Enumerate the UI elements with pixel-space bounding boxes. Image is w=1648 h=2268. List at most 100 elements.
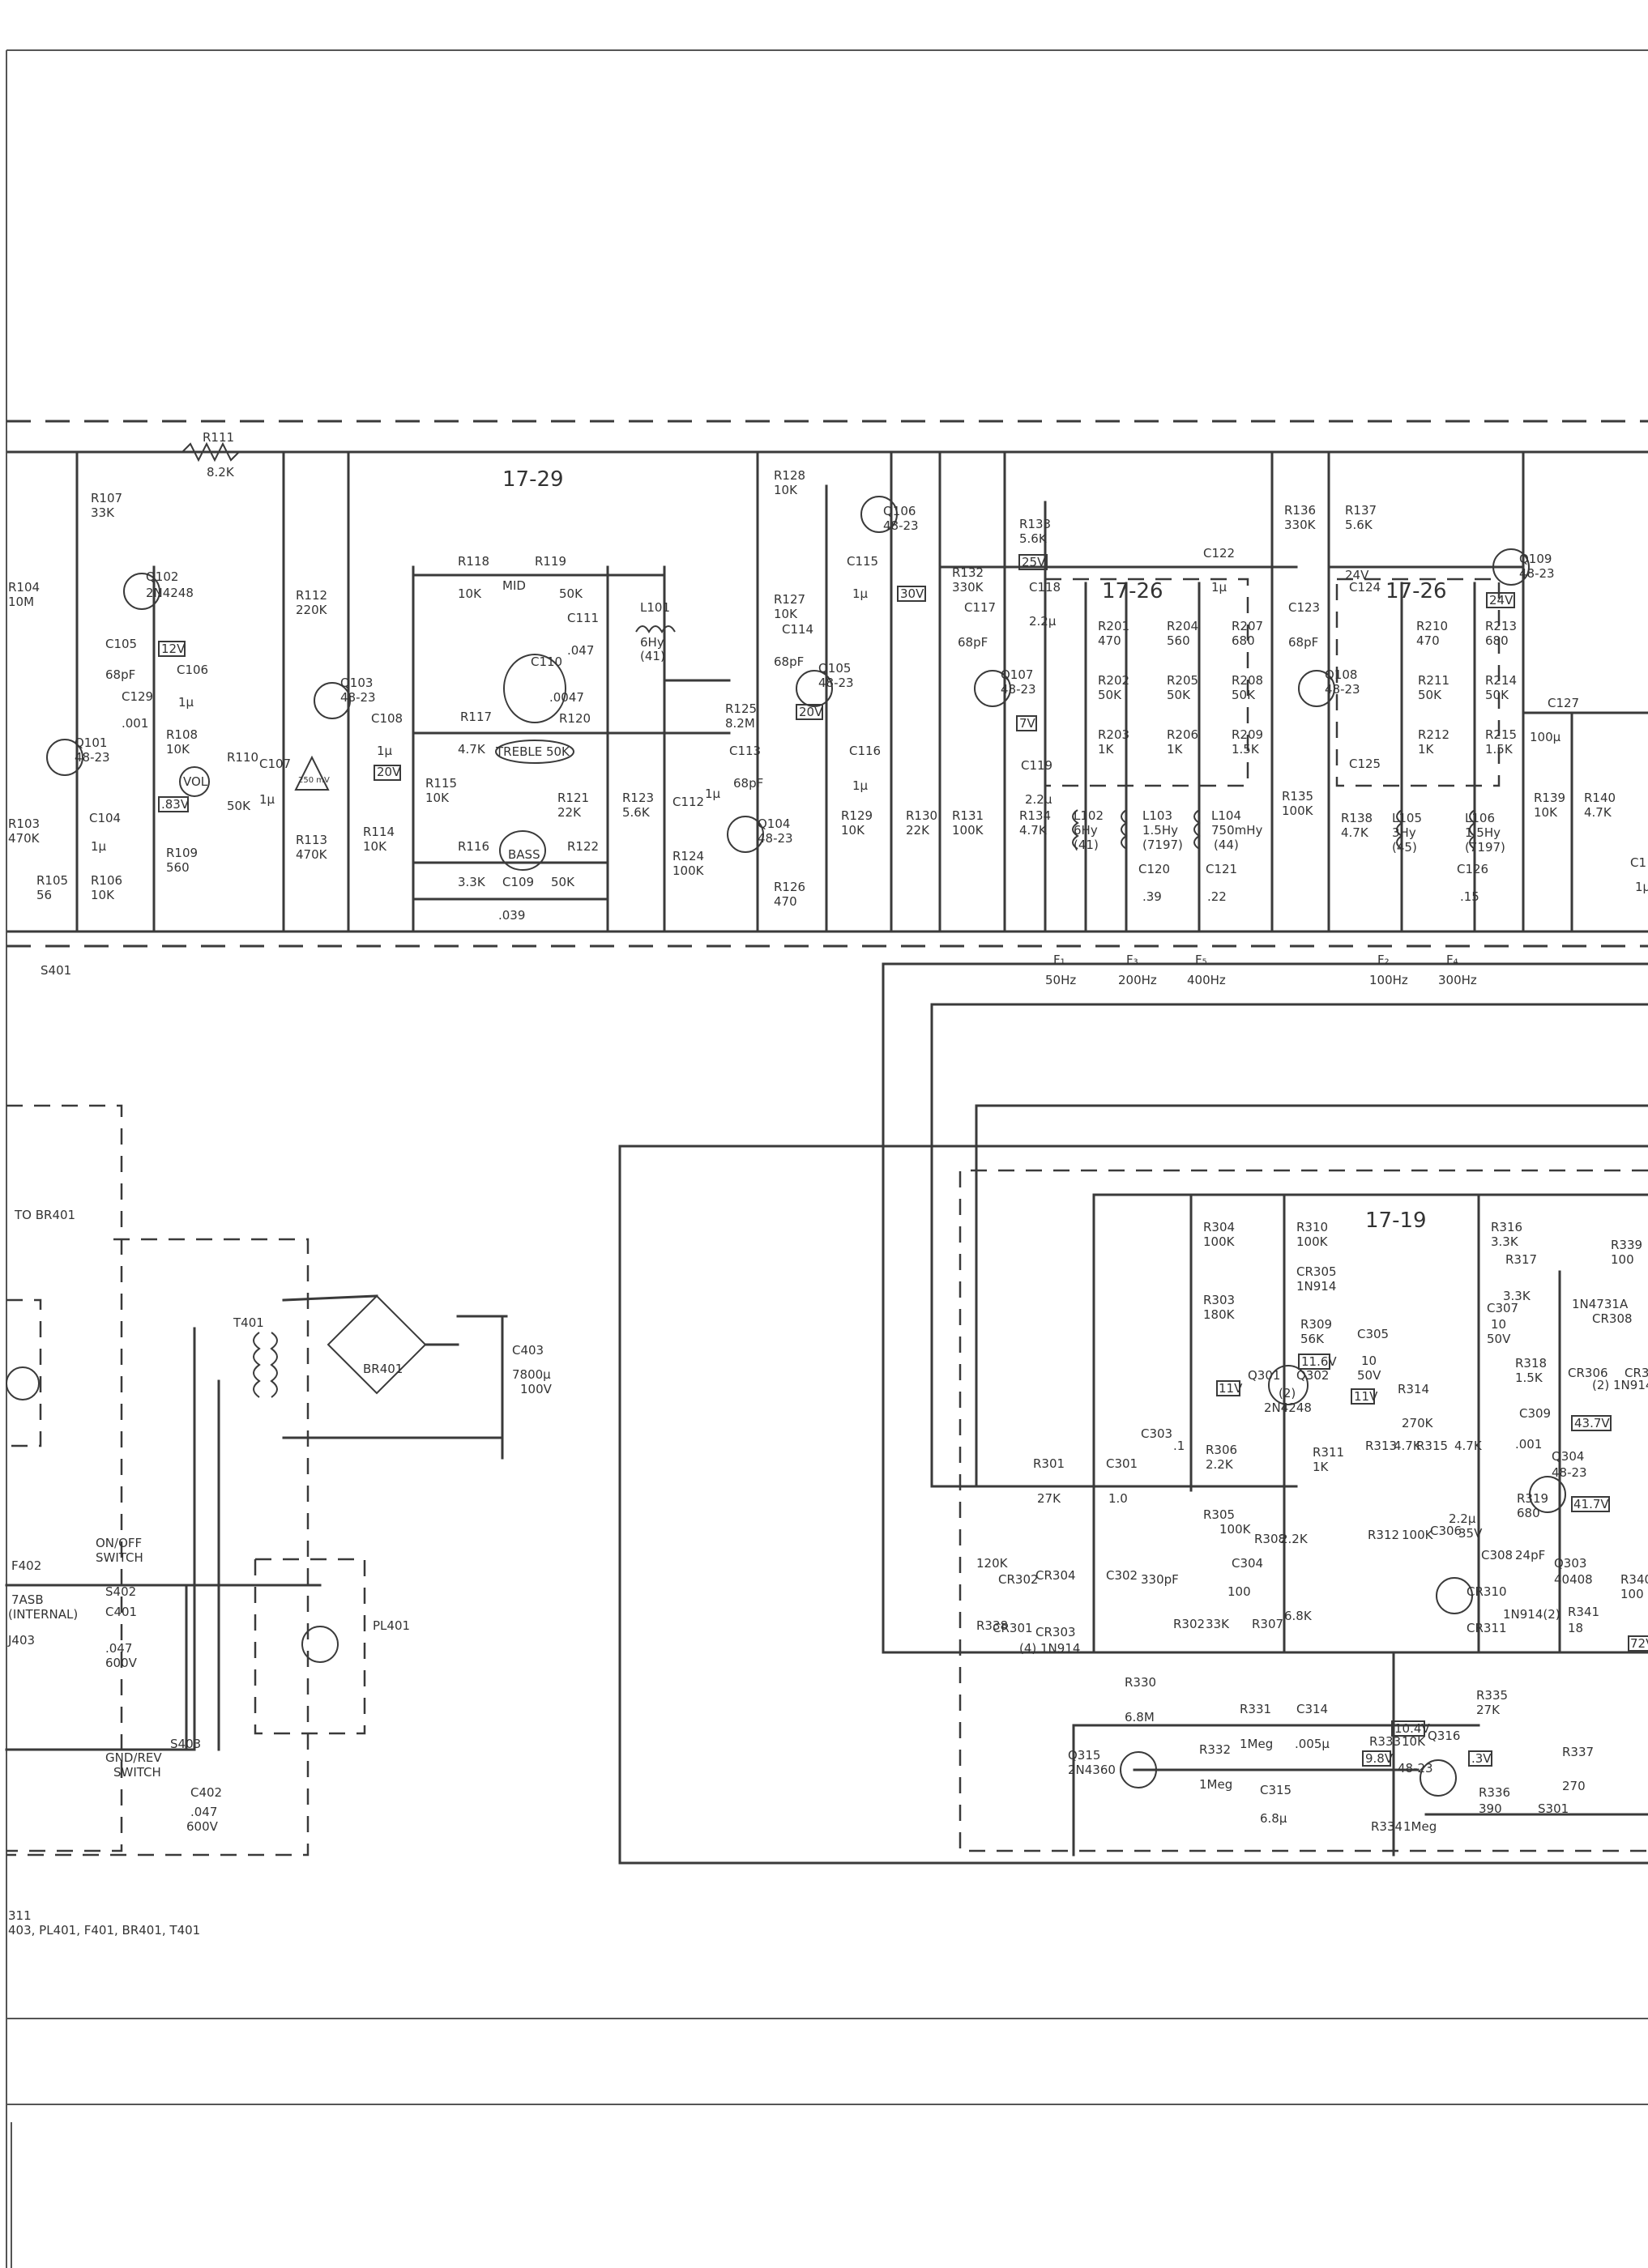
component-label: CR304 xyxy=(1035,1568,1076,1583)
component-label: 2N4248 xyxy=(146,586,194,600)
component-label: C127 xyxy=(1548,696,1579,710)
component-label: Q102 xyxy=(146,569,178,584)
component-label: 50K xyxy=(1232,688,1256,702)
component-label: 1.0 xyxy=(1108,1491,1128,1506)
component-labels: R111 8.2K R107 33K R104 10M Q102 2N4248 … xyxy=(7,430,1648,1938)
component-label: C107 xyxy=(259,757,291,771)
component-label: 68pF xyxy=(774,654,804,669)
component-label: 50K xyxy=(1418,688,1442,702)
component-label: R318 xyxy=(1515,1356,1547,1371)
component-label: J403 xyxy=(7,1633,35,1648)
component-label: S402 xyxy=(105,1584,136,1599)
component-label: .3V xyxy=(1471,1751,1492,1766)
component-label: R131 xyxy=(952,808,984,823)
component-label: R138 xyxy=(1341,811,1373,825)
component-label: 48-23 xyxy=(758,831,793,846)
component-label: 41.7V xyxy=(1573,1497,1609,1511)
component-label: 680 xyxy=(1517,1506,1540,1520)
component-label: R120 xyxy=(559,711,591,726)
component-label: C308 xyxy=(1481,1548,1513,1562)
component-label: 1K xyxy=(1098,742,1115,757)
component-label: R312 xyxy=(1368,1528,1399,1542)
component-label: .39 xyxy=(1142,889,1162,904)
component-label: VOL xyxy=(183,774,208,789)
component-label: R137 xyxy=(1345,503,1377,518)
component-label: C304 xyxy=(1232,1556,1263,1571)
component-label: R123 xyxy=(622,791,654,805)
block-label: 17-19 xyxy=(1365,1209,1427,1233)
component-label: 680 xyxy=(1232,633,1255,648)
component-label: 390 xyxy=(1479,1801,1502,1816)
component-label: 24V xyxy=(1345,568,1369,582)
component-label: SWITCH xyxy=(113,1765,161,1780)
component-label: 24pF xyxy=(1515,1548,1545,1562)
component-label: R302 xyxy=(1173,1617,1205,1631)
component-label: 7V xyxy=(1019,716,1036,731)
component-label: 1.5Hy xyxy=(1142,823,1178,838)
component-label: T401 xyxy=(233,1315,264,1330)
component-label: R126 xyxy=(774,880,805,894)
component-label: (44) xyxy=(1214,838,1239,852)
power-supply xyxy=(5,1104,508,1857)
component-label: 18 xyxy=(1568,1621,1583,1635)
component-label: (41) xyxy=(640,649,665,663)
freq-label: F₁ xyxy=(1053,953,1065,967)
component-label: R111 xyxy=(203,430,234,445)
component-label: 2.2K xyxy=(1280,1532,1309,1546)
component-label: .047 xyxy=(190,1805,217,1819)
component-label: GND/REV xyxy=(105,1750,162,1765)
component-label: 100K xyxy=(1402,1528,1434,1542)
component-label: 8.2M xyxy=(725,716,755,731)
component-label: R201 xyxy=(1098,619,1129,633)
component-label: C111 xyxy=(567,611,599,625)
component-label: 1K xyxy=(1313,1460,1330,1474)
component-label: S301 xyxy=(1538,1801,1569,1816)
component-label: 100µ xyxy=(1530,730,1561,744)
component-label: 48-23 xyxy=(818,676,854,690)
component-label: R125 xyxy=(725,701,757,716)
component-label: 2.2µ xyxy=(1029,614,1057,629)
component-label: 4.7K xyxy=(1454,1439,1483,1453)
component-label: CR301 xyxy=(993,1621,1033,1635)
component-label: R116 xyxy=(458,839,489,854)
component-label: 100K xyxy=(1219,1522,1252,1537)
component-label: C1 xyxy=(1630,855,1646,870)
component-label: C126 xyxy=(1457,862,1488,876)
component-label: L105 xyxy=(1392,811,1422,825)
component-label: R333 xyxy=(1369,1734,1401,1749)
component-label: R213 xyxy=(1485,619,1517,633)
component-label: R114 xyxy=(363,825,395,839)
component-label: 50V xyxy=(1357,1368,1381,1383)
component-label: 56 xyxy=(36,888,52,902)
component-label: 2.2µ xyxy=(1449,1511,1476,1526)
component-label: (2) xyxy=(1279,1386,1296,1400)
component-label: R310 xyxy=(1296,1220,1328,1234)
component-label: 100 xyxy=(1611,1252,1634,1267)
component-label: 100 xyxy=(1227,1584,1251,1599)
component-label: S403 xyxy=(170,1737,201,1751)
freq-label: 200Hz xyxy=(1118,973,1157,987)
component-label: R340 xyxy=(1620,1572,1648,1587)
component-label: 1K xyxy=(1418,742,1435,757)
component-label: 10 xyxy=(1361,1354,1377,1368)
block-label: 17-29 xyxy=(502,467,564,492)
component-label: MID xyxy=(502,578,526,593)
component-label: Q316 xyxy=(1428,1729,1460,1743)
component-label: 1µ xyxy=(852,586,869,601)
freq-label: 400Hz xyxy=(1187,973,1226,987)
component-label: 10K xyxy=(166,742,190,757)
freq-label: 300Hz xyxy=(1438,973,1477,987)
component-label: 72V xyxy=(1630,1636,1648,1651)
component-label: R309 xyxy=(1300,1317,1332,1332)
component-label: 1.5K xyxy=(1515,1371,1543,1385)
component-label: 100K xyxy=(672,863,705,878)
component-label: R337 xyxy=(1562,1745,1594,1759)
component-label: 680 xyxy=(1485,633,1509,648)
component-label: R305 xyxy=(1203,1507,1235,1522)
voltage-boxes xyxy=(158,554,1648,1767)
component-label: R122 xyxy=(567,839,599,854)
component-label: 6Hy xyxy=(1074,823,1098,838)
component-label: C119 xyxy=(1021,758,1052,773)
component-label: 470 xyxy=(774,894,797,909)
